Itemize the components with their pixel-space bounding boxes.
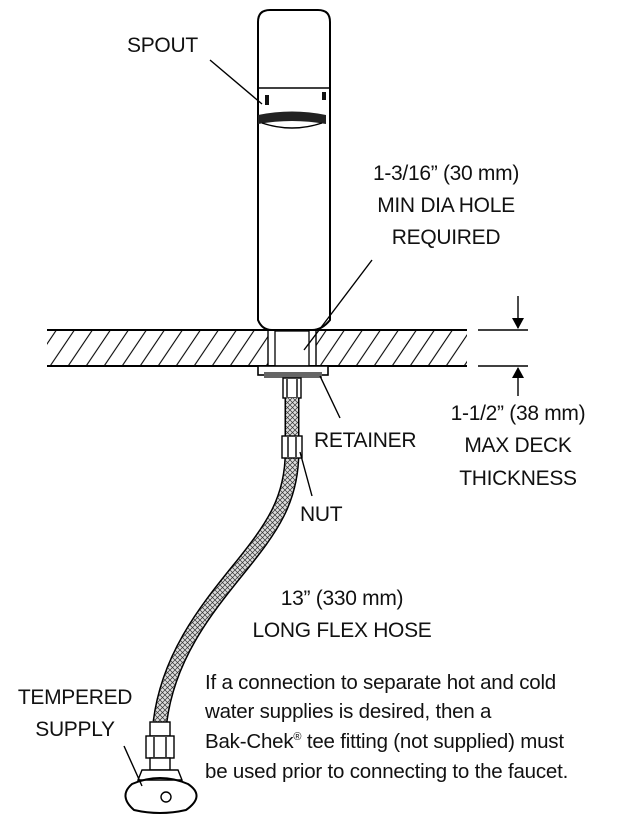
retainer <box>257 365 329 378</box>
note-line-1: If a connection to separate hot and cold <box>205 671 556 694</box>
flex-hose-line-2: LONG FLEX HOSE <box>252 619 431 642</box>
deck-thickness-line-1: 1-1/2” (38 mm) <box>451 402 586 425</box>
deck-thickness-line-2: MAX DECK <box>464 434 572 457</box>
flex-hose <box>152 398 300 723</box>
tempered-supply-label: TEMPERED SUPPLY <box>18 686 133 741</box>
deck-thickness-dimension <box>478 296 528 396</box>
note-line-4: be used prior to connecting to the fauce… <box>205 760 568 783</box>
note-line-3-rest: tee fitting (not supplied) must <box>301 730 564 753</box>
hole-size-line-1: 1-3/16” (30 mm) <box>373 162 519 185</box>
deck-thickness-line-3: THICKNESS <box>459 467 577 490</box>
supply-connector <box>282 377 302 399</box>
installation-note: If a connection to separate hot and cold… <box>204 671 568 783</box>
flex-hose-label: 13” (330 mm) LONG FLEX HOSE <box>252 587 432 642</box>
retainer-label: RETAINER <box>314 429 416 452</box>
hose-nut <box>281 435 303 459</box>
hole-size-label: 1-3/16” (30 mm) MIN DIA HOLE REQUIRED <box>373 162 519 249</box>
nut-label: NUT <box>300 503 343 526</box>
registered-mark: ® <box>293 731 301 743</box>
spout-label: SPOUT <box>127 34 198 57</box>
note-line-3-brand: Bak-Chek <box>205 730 294 753</box>
spout-body <box>257 9 331 331</box>
hole-size-line-2: MIN DIA HOLE <box>377 194 515 217</box>
note-line-2: water supplies is desired, then a <box>204 700 492 723</box>
leader-lines <box>123 59 373 787</box>
flex-hose-line-1: 13” (330 mm) <box>281 587 403 610</box>
deck-thickness-label: 1-1/2” (38 mm) MAX DECK THICKNESS <box>451 402 586 490</box>
deck <box>47 329 467 367</box>
note-line-3: Bak-Chek® tee fitting (not supplied) mus… <box>205 730 564 753</box>
hole-size-line-3: REQUIRED <box>392 226 501 249</box>
tempered-supply-line-1: TEMPERED <box>18 686 132 709</box>
tempered-supply-line-2: SUPPLY <box>35 718 115 741</box>
stop-valve <box>124 721 198 814</box>
